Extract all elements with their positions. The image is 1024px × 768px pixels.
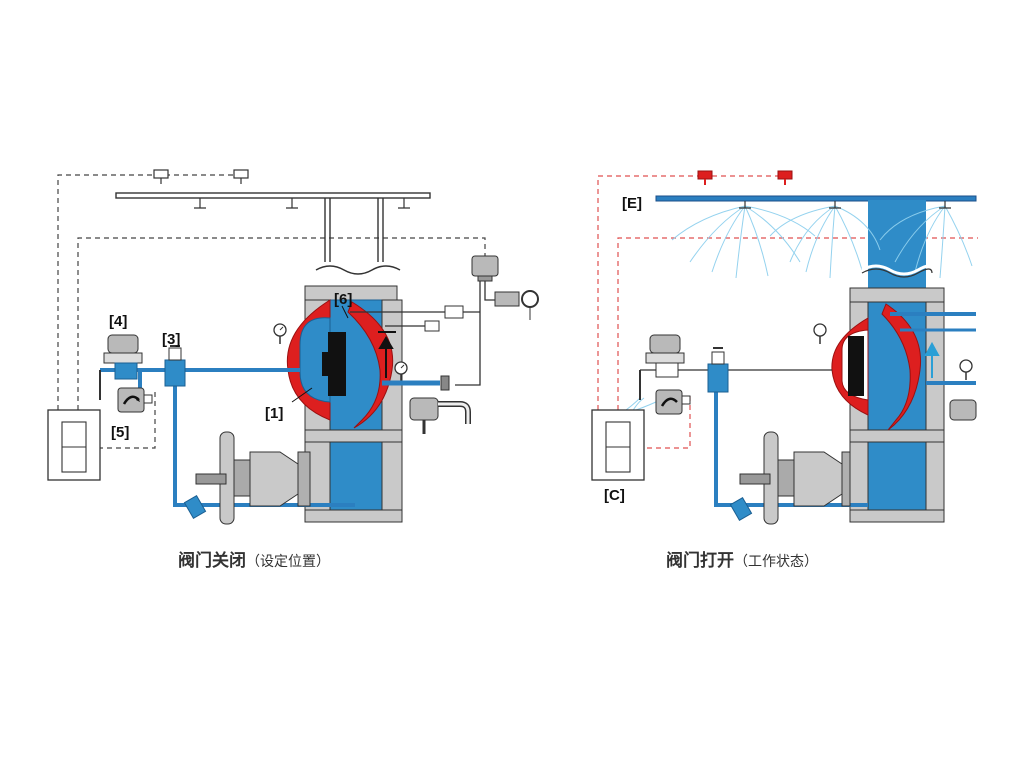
- strainer-icon: [707, 347, 729, 393]
- clapper-boss: [322, 352, 332, 376]
- solenoid-valve-icon: [639, 334, 685, 400]
- valve-body-right: [925, 301, 945, 523]
- alarm-line-water: [890, 312, 976, 385]
- valve-seat-red: [881, 303, 922, 431]
- manual-release-icon: [655, 389, 691, 415]
- bottom-flange: [849, 509, 945, 523]
- detector-icon: [153, 169, 249, 184]
- detector-icon: [697, 170, 793, 185]
- label-4: [4]: [109, 313, 127, 330]
- upper-flange: [849, 287, 945, 303]
- alarm-device-icon: [424, 255, 539, 332]
- pipe-break-line: [861, 264, 934, 276]
- caption-sub: （设定位置）: [246, 553, 330, 569]
- label-E: [E]: [622, 195, 642, 212]
- sprinkler-head-icon: [194, 198, 410, 209]
- handwheel-icon: [739, 431, 851, 525]
- caption-valve-closed: 阀门关闭（设定位置）: [178, 550, 330, 570]
- label-6: [6]: [334, 291, 352, 308]
- pressure-gauge-icon: [273, 323, 408, 382]
- filter-icon: [183, 495, 207, 519]
- pipe-break-line: [315, 265, 401, 275]
- handwheel-icon: [195, 431, 311, 525]
- lower-flange: [849, 429, 945, 443]
- label-5: [5]: [111, 424, 129, 441]
- control-line-dashed-red: [597, 175, 978, 449]
- strainer-icon: [164, 345, 186, 387]
- caption-main: 阀门打开: [666, 550, 734, 570]
- bottom-flange: [304, 509, 403, 523]
- control-panel: [47, 409, 101, 481]
- left-panel-valve-closed: [1] [3] [4] [5] [6] 阀门关闭（设定位置）: [47, 169, 539, 570]
- control-line-dashed: [57, 174, 486, 449]
- pipe-break-outline: [861, 268, 933, 278]
- clapper: [328, 332, 346, 396]
- filter-icon: [729, 497, 753, 521]
- manual-release-icon: [117, 387, 153, 413]
- sprinkler-main-pipe: [115, 192, 431, 262]
- flow-arrow-icon: [924, 341, 940, 378]
- solenoid-valve-icon: [99, 334, 143, 400]
- drain-outlet: [382, 375, 471, 434]
- drain-valve-icon: [949, 399, 977, 421]
- flow-arrow-icon: [378, 331, 396, 378]
- control-panel: [591, 409, 645, 481]
- caption-valve-open: 阀门打开（工作状态）: [666, 550, 818, 570]
- spray-pattern: [625, 205, 973, 413]
- caption-main: 阀门关闭: [178, 550, 246, 570]
- label-C: [C]: [604, 487, 625, 504]
- diaphragm-chamber-water: [299, 317, 331, 403]
- leader-line-6: [341, 305, 349, 319]
- clapper: [848, 336, 864, 396]
- right-panel-valve-open: [E] [C] 阀门打开（工作状态）: [591, 170, 978, 570]
- label-3: [3]: [162, 331, 180, 348]
- lower-flange: [304, 429, 403, 443]
- label-1: [1]: [265, 405, 283, 422]
- sprinkler-main-water: [655, 195, 977, 202]
- sprinkler-head-icon: [739, 201, 951, 209]
- caption-sub: （工作状态）: [734, 553, 818, 569]
- leader-line-1: [291, 387, 313, 403]
- pressure-gauge-icon: [813, 323, 973, 380]
